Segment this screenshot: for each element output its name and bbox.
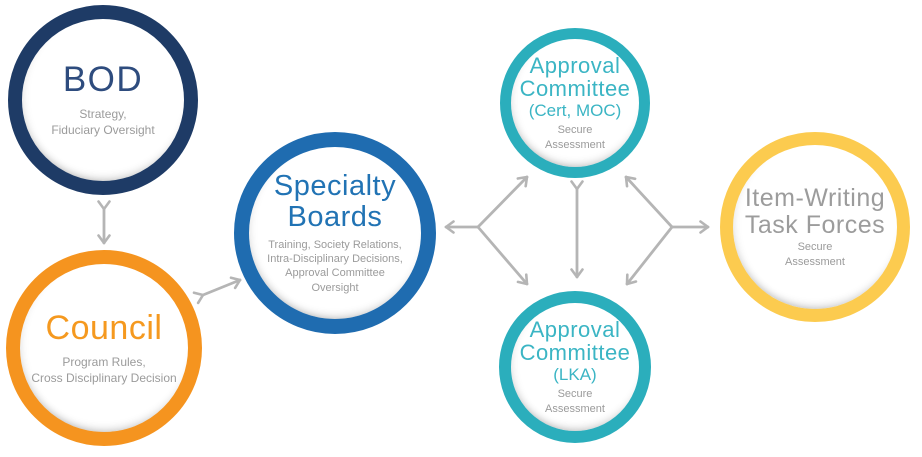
node-specialty-boards-subtitle: Training, Society Relations, Intra-Disci… — [267, 238, 403, 294]
arrow-hub-right-approval-cert-moc — [624, 175, 674, 229]
node-approval-committee-cert-moc-qualifier: (Cert, MOC) — [528, 100, 622, 120]
node-bod-title: BOD — [62, 60, 144, 100]
arrow-hub-left-approval-lka — [476, 225, 529, 286]
node-approval-committee-lka-title: Approval Committee — [519, 317, 631, 366]
node-approval-committee-lka-qualifier: (LKA) — [553, 364, 597, 384]
node-approval-committee-lka: Approval Committee (LKA) Secure Assessme… — [499, 291, 651, 443]
node-approval-committee-cert-moc: Approval Committee (Cert, MOC) Secure As… — [500, 28, 650, 178]
node-item-writing-task-forces: Item-Writing Task Forces Secure Assessme… — [720, 132, 910, 322]
node-item-writing-task-forces-title: Item-Writing Task Forces — [744, 184, 886, 239]
node-approval-committee-lka-subtitle: Secure Assessment — [545, 388, 605, 415]
node-bod: BOD Strategy, Fiduciary Oversight — [8, 5, 198, 195]
node-bod-subtitle: Strategy, Fiduciary Oversight — [51, 107, 155, 138]
node-specialty-boards: Specialty Boards Training, Society Relat… — [234, 132, 436, 334]
arrow-hub-right-approval-lka — [625, 225, 674, 286]
arrow-hub-left-approval-cert-moc — [476, 175, 529, 229]
node-approval-committee-cert-moc-subtitle: Secure Assessment — [545, 124, 605, 151]
arrow-council-specialty-boards — [192, 276, 242, 305]
node-council-subtitle: Program Rules, Cross Disciplinary Decisi… — [31, 354, 177, 385]
node-council: Council Program Rules, Cross Disciplinar… — [6, 250, 202, 446]
node-specialty-boards-title: Specialty Boards — [273, 170, 397, 233]
node-approval-committee-cert-moc-title: Approval Committee — [519, 53, 631, 102]
node-item-writing-task-forces-subtitle: Secure Assessment — [785, 241, 845, 268]
node-council-title: Council — [45, 308, 163, 347]
